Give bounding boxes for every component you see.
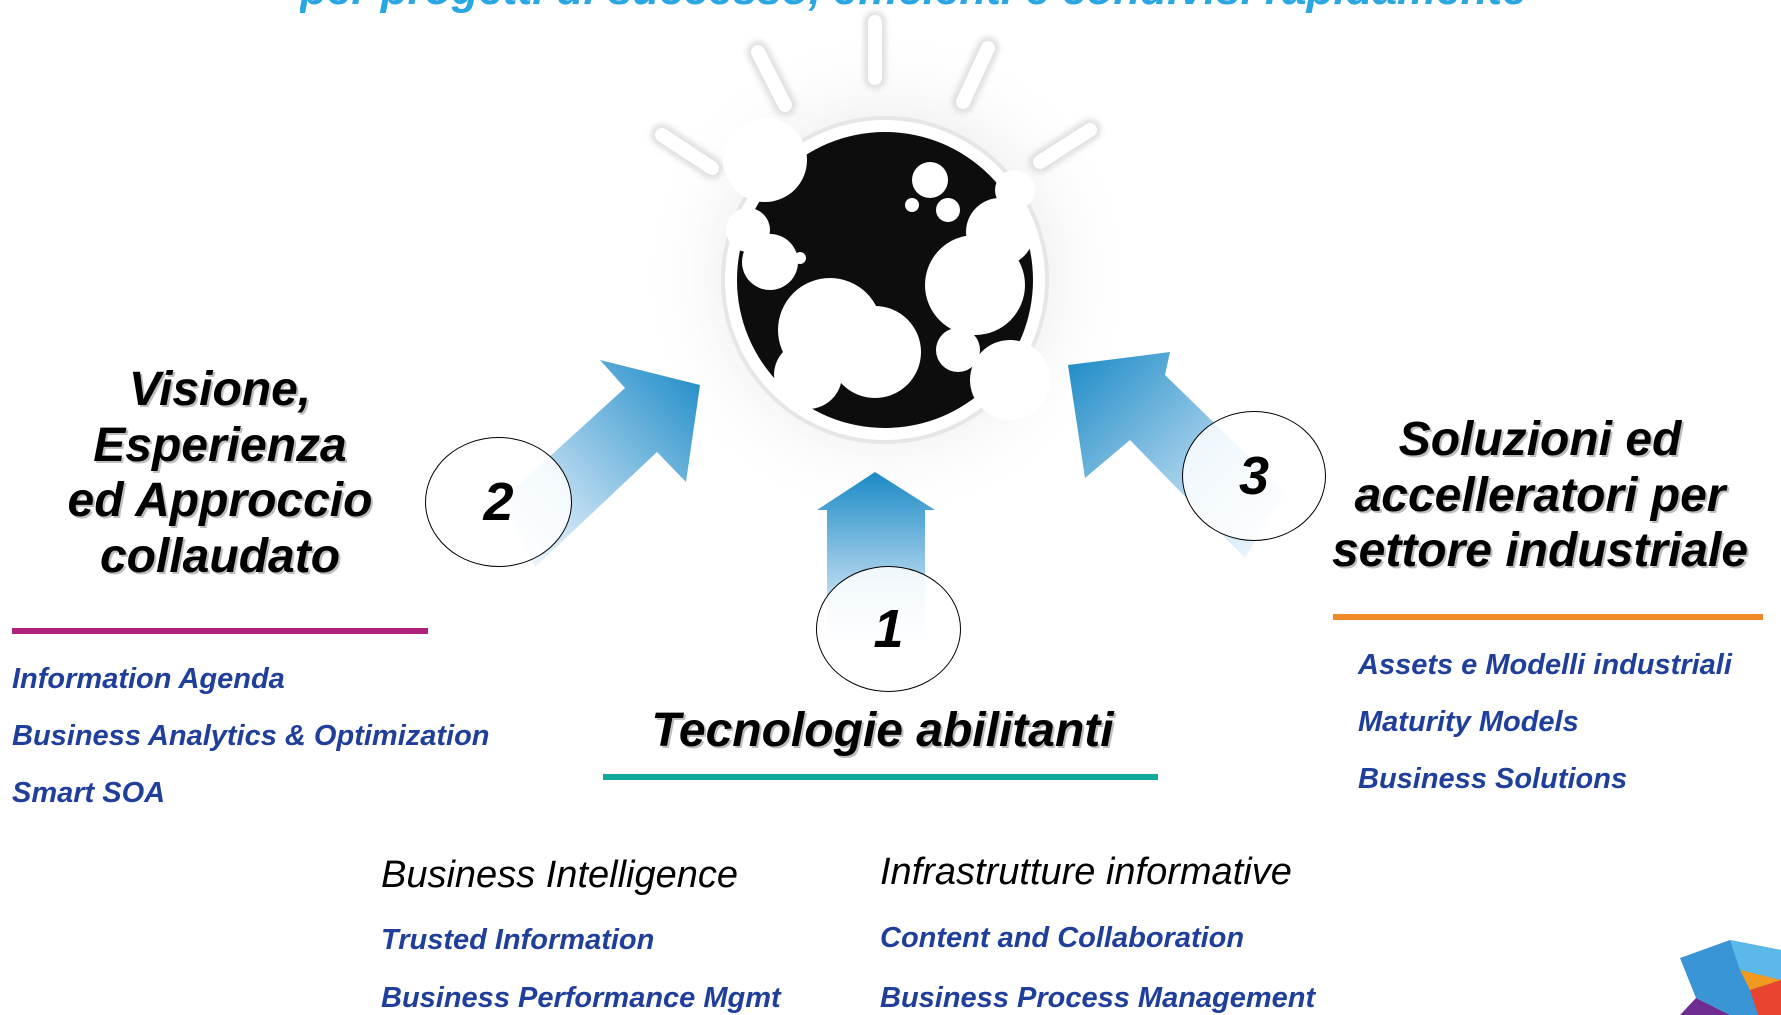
- infrastrutture-item: Business Process Management: [880, 982, 1316, 1014]
- business-intelligence-item: Business Performance Mgmt: [381, 982, 781, 1014]
- light-rays-icon: [651, 11, 1101, 179]
- pillar-2-heading-line: Esperienza: [93, 418, 347, 472]
- pillar-3-rule: [1333, 614, 1763, 620]
- business-intelligence-heading: Business Intelligence: [381, 854, 738, 896]
- pillar-2-item: Business Analytics & Optimization: [12, 720, 490, 752]
- pillar-3-item: Maturity Models: [1358, 706, 1579, 738]
- pillar-1-number-label: 1: [873, 599, 904, 659]
- pillar-2-rule: [12, 628, 428, 634]
- pillar-3-heading: Soluzioni ed accelleratori per settore i…: [1300, 412, 1780, 579]
- pillar-3-item: Assets e Modelli industriali: [1358, 649, 1732, 681]
- pillar-2-heading-line: ed Approccio: [67, 474, 373, 528]
- pillar-2-item: Smart SOA: [12, 777, 166, 809]
- pillar-1-rule: [603, 774, 1158, 780]
- corner-logo-icon: [1680, 940, 1781, 1015]
- pillar-2-item: Information Agenda: [12, 663, 285, 695]
- pillar-2-heading: Visione, Esperienza ed Approccio collaud…: [20, 362, 420, 585]
- pillar-1-number: 1: [816, 566, 961, 692]
- pillar-3-heading-line: Soluzioni ed: [1398, 413, 1682, 466]
- smarter-planet-globe-icon: [721, 116, 1050, 444]
- pillar-3-item: Business Solutions: [1358, 763, 1628, 795]
- business-intelligence-item: Trusted Information: [381, 924, 655, 956]
- infrastrutture-item: Content and Collaboration: [880, 922, 1245, 954]
- pillar-2-heading-line: collaudato: [99, 530, 341, 584]
- slide-title: per progetti di successo, efficienti e c…: [300, 0, 1600, 14]
- pillar-2-number: 2: [425, 437, 572, 567]
- pillar-3-number-label: 3: [1238, 446, 1270, 506]
- pillar-2-heading-line: Visione,: [128, 363, 312, 416]
- pillar-3-heading-line: accelleratori per: [1354, 468, 1726, 522]
- infrastrutture-heading: Infrastrutture informative: [880, 851, 1292, 893]
- pillar-2-number-label: 2: [483, 472, 514, 532]
- pillar-1-heading: Tecnologie abilitanti: [651, 704, 1114, 757]
- pillar-3-heading-line: settore industriale: [1331, 524, 1749, 578]
- pillar-3-number: 3: [1182, 411, 1326, 541]
